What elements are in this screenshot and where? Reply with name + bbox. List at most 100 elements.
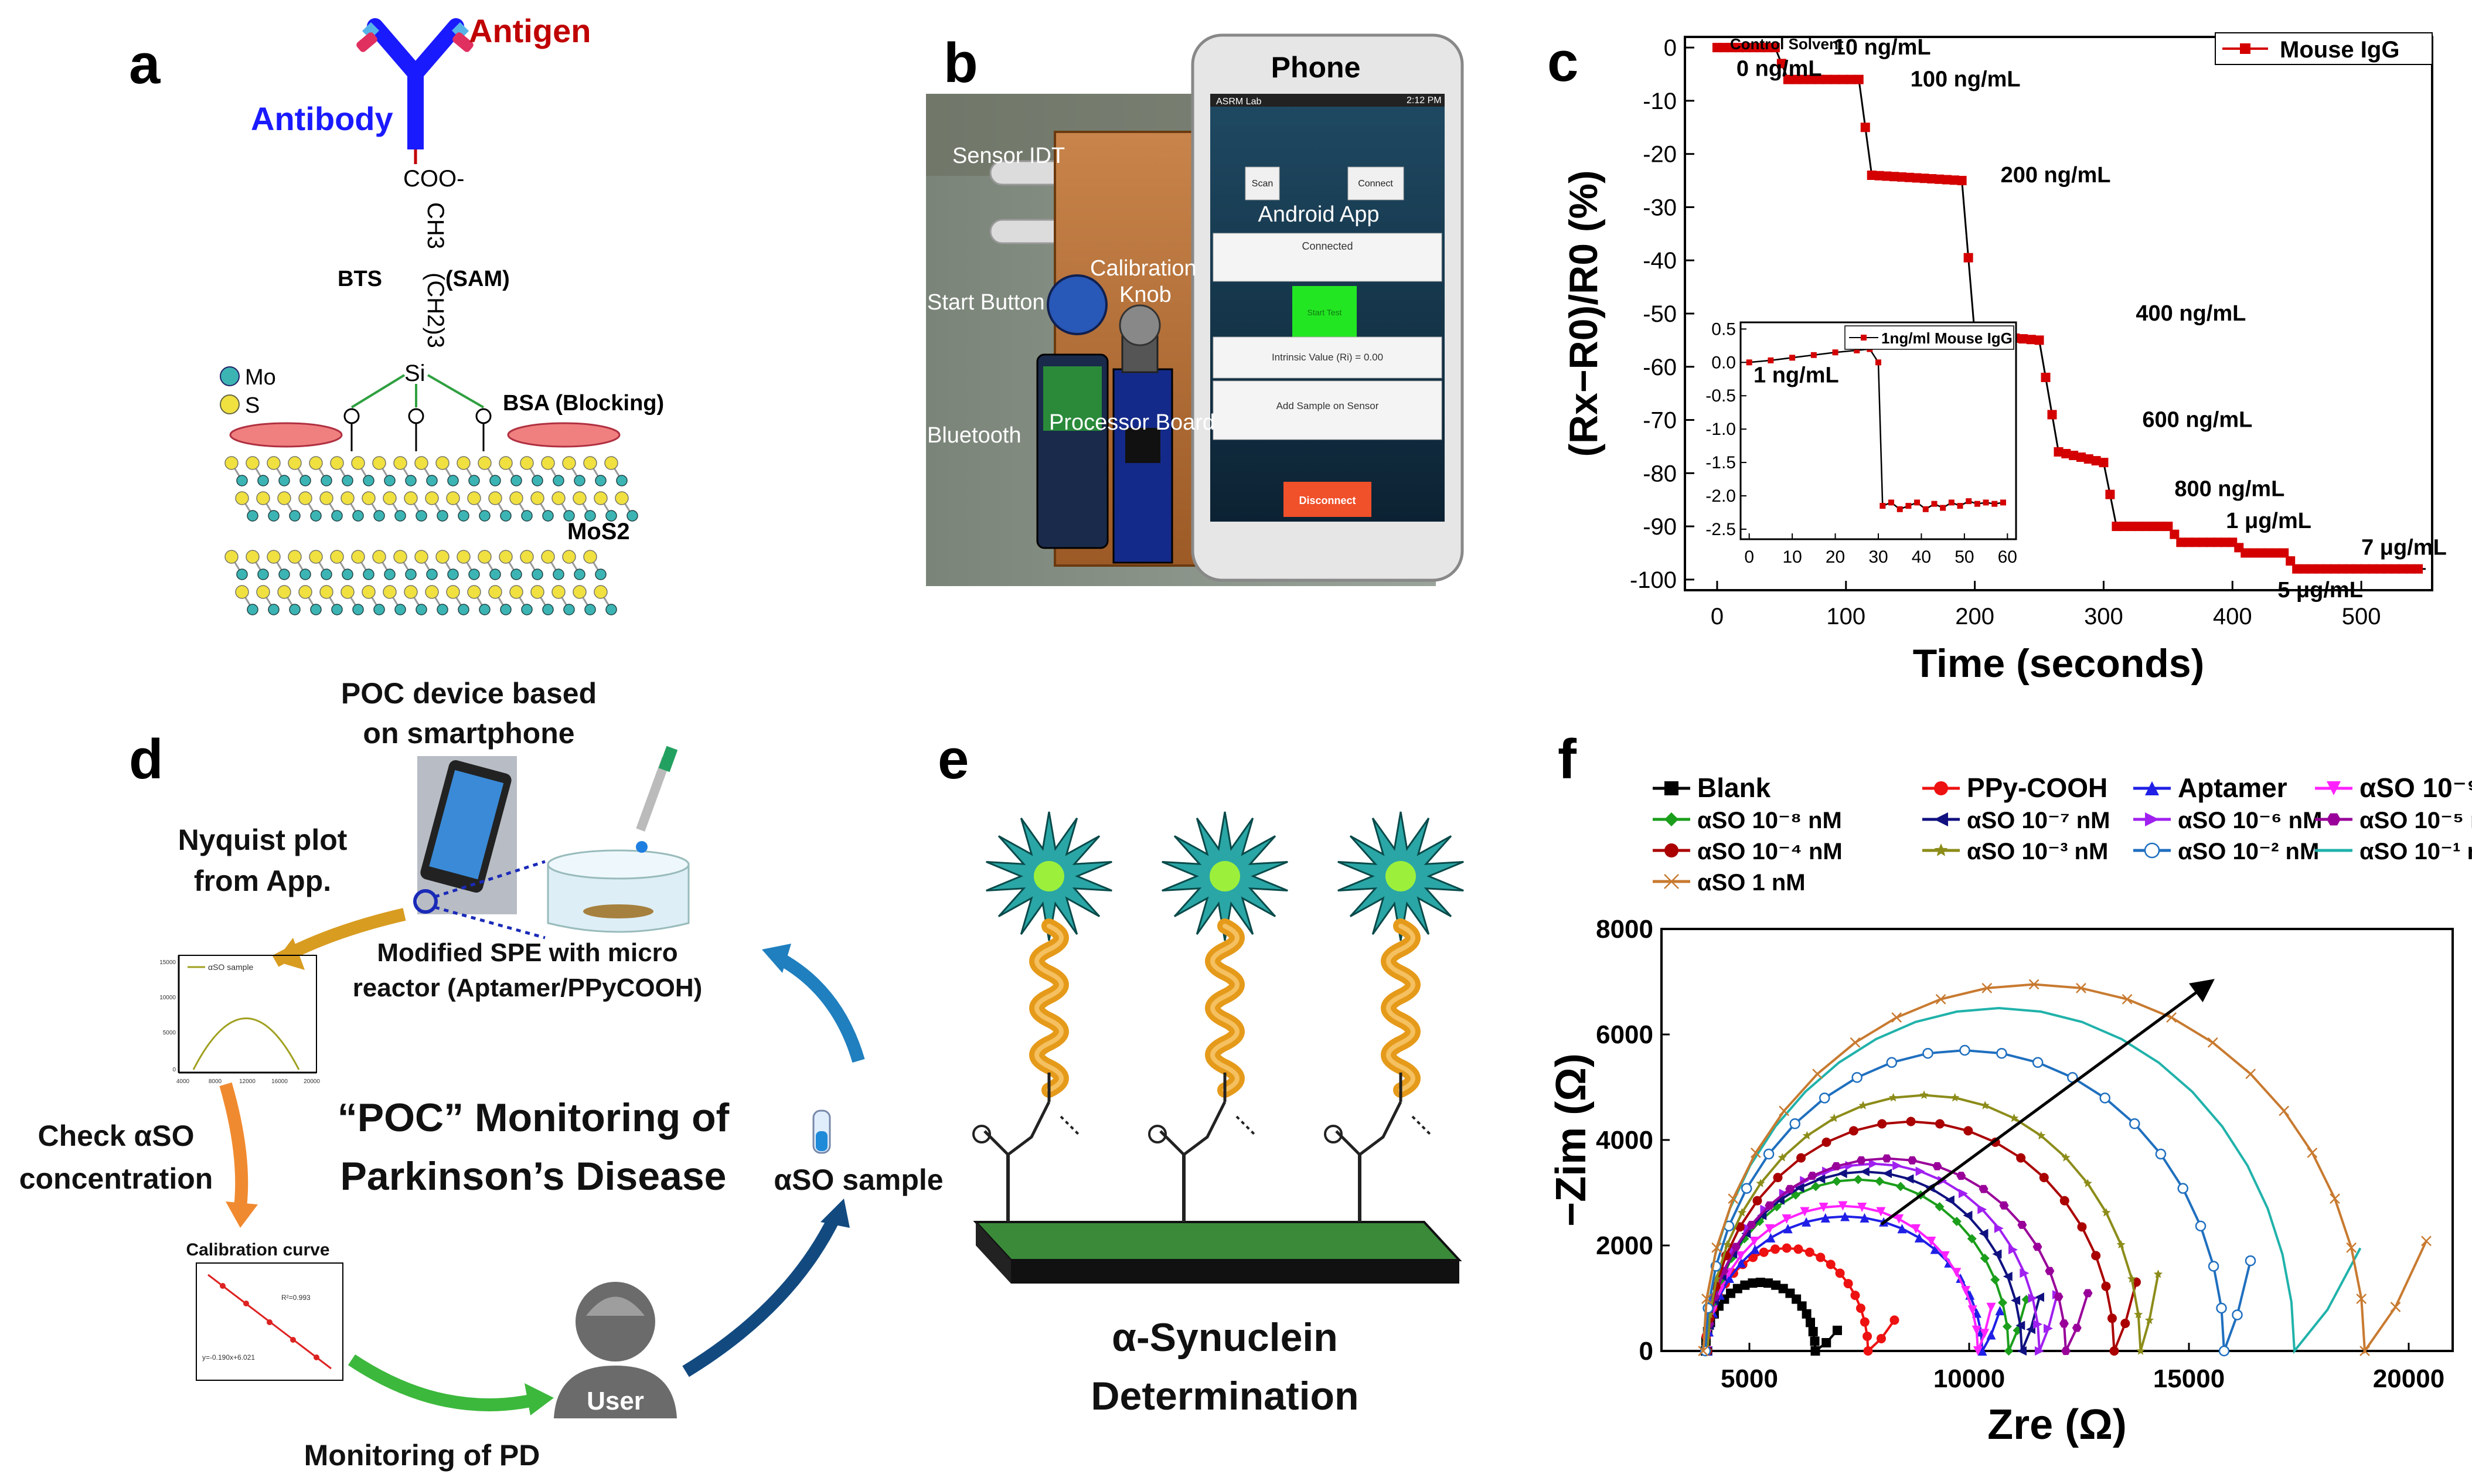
s-atom-icon bbox=[425, 491, 439, 505]
connector-circle-icon bbox=[413, 889, 438, 914]
s-atom-icon bbox=[509, 491, 523, 505]
s-atom-icon bbox=[351, 550, 365, 564]
y-tick-label-1: -10 bbox=[1643, 89, 1677, 114]
series-marker bbox=[2109, 1346, 2119, 1356]
mouse-igg-point bbox=[1919, 173, 1929, 183]
mouse-igg-point bbox=[1756, 43, 1766, 53]
series-marker bbox=[2330, 1193, 2340, 1204]
marker-stroke bbox=[1891, 1012, 1902, 1023]
s-atom-icon bbox=[372, 550, 386, 564]
app-scan-button[interactable] bbox=[1245, 166, 1280, 200]
f-x-tick-label-0: 5000 bbox=[1721, 1364, 1778, 1393]
mouse-igg-point bbox=[1963, 253, 1973, 263]
mouse-igg-point bbox=[2300, 564, 2310, 574]
series-marker bbox=[1857, 1203, 1867, 1213]
inset-point bbox=[1974, 501, 1980, 507]
mo-atom-icon bbox=[310, 604, 322, 615]
s-atom-icon bbox=[573, 585, 587, 599]
mouse-igg-point bbox=[1867, 171, 1877, 180]
inset-point bbox=[1789, 355, 1796, 361]
series-marker bbox=[1797, 1301, 1807, 1311]
series-marker bbox=[1806, 1318, 1816, 1328]
inset-point bbox=[1746, 359, 1752, 366]
app-connect-label: Connect bbox=[1358, 179, 1393, 189]
series-marker bbox=[1816, 1174, 1826, 1184]
mouse-igg-point bbox=[2076, 452, 2086, 462]
series-marker bbox=[2390, 1302, 2401, 1312]
mo-atom-icon bbox=[605, 604, 617, 615]
s-atom-icon bbox=[298, 585, 312, 599]
annotation-4: 200 ng/mL bbox=[2001, 163, 2111, 188]
marker-stroke bbox=[2076, 982, 2086, 993]
f-x-tick-label-1: 10000 bbox=[1933, 1364, 2005, 1393]
s-atom-icon bbox=[246, 550, 260, 564]
inset-y-tick-label-1: 0.0 bbox=[1711, 353, 1736, 372]
marker-stroke bbox=[1850, 1037, 1861, 1048]
aptamer-highlight-icon bbox=[1210, 924, 1240, 1092]
mini-ytick-0: 15000 bbox=[159, 959, 176, 966]
series-marker bbox=[1728, 1193, 1739, 1204]
panel-letter-f: f bbox=[1558, 728, 1577, 791]
mouse-igg-point bbox=[1912, 173, 1922, 183]
marker-stroke bbox=[1981, 982, 1993, 993]
series-marker bbox=[1810, 1336, 1820, 1346]
series-marker bbox=[1860, 1213, 1870, 1223]
s-atom-icon bbox=[583, 456, 597, 470]
mo-atom-icon bbox=[289, 510, 301, 522]
series-marker bbox=[2045, 1267, 2055, 1275]
annotation-9: 7 μg/mL bbox=[2361, 535, 2447, 560]
mo-atom-icon bbox=[321, 475, 332, 486]
mo-atom-icon bbox=[574, 475, 585, 486]
s-atom-icon bbox=[330, 550, 344, 564]
marker-stroke bbox=[1711, 1242, 1722, 1253]
mouse-igg-point bbox=[1727, 43, 1736, 53]
s-atom-icon bbox=[309, 550, 323, 564]
mouse-igg-point bbox=[2099, 458, 2109, 468]
trend-arrow-icon bbox=[1880, 979, 2215, 1226]
series-marker bbox=[1986, 1302, 1996, 1312]
app-connect-button[interactable] bbox=[1347, 166, 1404, 200]
carboxyl-linker-icon bbox=[1335, 1101, 1402, 1157]
series-marker bbox=[2028, 1293, 2038, 1303]
mouse-igg-point bbox=[1957, 176, 1967, 186]
mo-atom-icon bbox=[384, 475, 396, 486]
series-marker bbox=[1701, 1294, 1712, 1304]
mo-atom-icon bbox=[553, 569, 564, 580]
app-disconnect-button[interactable] bbox=[1283, 482, 1371, 517]
marker-stroke bbox=[2421, 1235, 2432, 1247]
spe-label-line2: reactor (Aptamer/PPyCOOH) bbox=[353, 974, 703, 1002]
series-marker bbox=[1963, 1126, 1973, 1136]
series-marker bbox=[1860, 1167, 1870, 1176]
series-marker bbox=[2307, 1147, 2318, 1158]
mo-atom-icon bbox=[458, 510, 469, 522]
series-marker bbox=[1934, 812, 1948, 826]
series-marker bbox=[1840, 1211, 1850, 1221]
marker-stroke bbox=[1728, 1193, 1739, 1204]
series-marker bbox=[1750, 1147, 1761, 1158]
series-marker bbox=[1800, 1207, 1810, 1217]
inset-point bbox=[1940, 505, 1946, 511]
series-marker bbox=[2356, 1294, 2367, 1304]
series-marker bbox=[1779, 1105, 1789, 1117]
series-marker bbox=[1789, 1118, 1800, 1129]
series-marker bbox=[1862, 1332, 1872, 1342]
mo-atom-icon bbox=[426, 569, 438, 580]
series-marker bbox=[1876, 1207, 1886, 1217]
app-intrinsic-field bbox=[1213, 336, 1442, 379]
series-marker bbox=[2077, 1222, 2087, 1232]
app-start-button[interactable] bbox=[1292, 286, 1357, 339]
series-marker bbox=[1995, 1306, 2005, 1316]
inset-point bbox=[1983, 499, 1989, 506]
inset-point bbox=[1832, 349, 1838, 356]
series-marker bbox=[2072, 1323, 2082, 1332]
mouse-igg-point bbox=[2406, 564, 2416, 574]
mouse-igg-point bbox=[1814, 74, 1824, 84]
f-y-tick-label-1: 2000 bbox=[1596, 1231, 1653, 1260]
series-marker bbox=[1737, 1208, 1746, 1217]
s-atom-icon bbox=[604, 456, 618, 470]
y-tick-label-2: -20 bbox=[1643, 142, 1677, 168]
mo-atom-icon bbox=[584, 604, 596, 615]
mo-atom-icon bbox=[342, 475, 353, 486]
synuclein-title-line1: α-Synuclein bbox=[1112, 1315, 1338, 1360]
s-atom-icon bbox=[362, 585, 376, 599]
